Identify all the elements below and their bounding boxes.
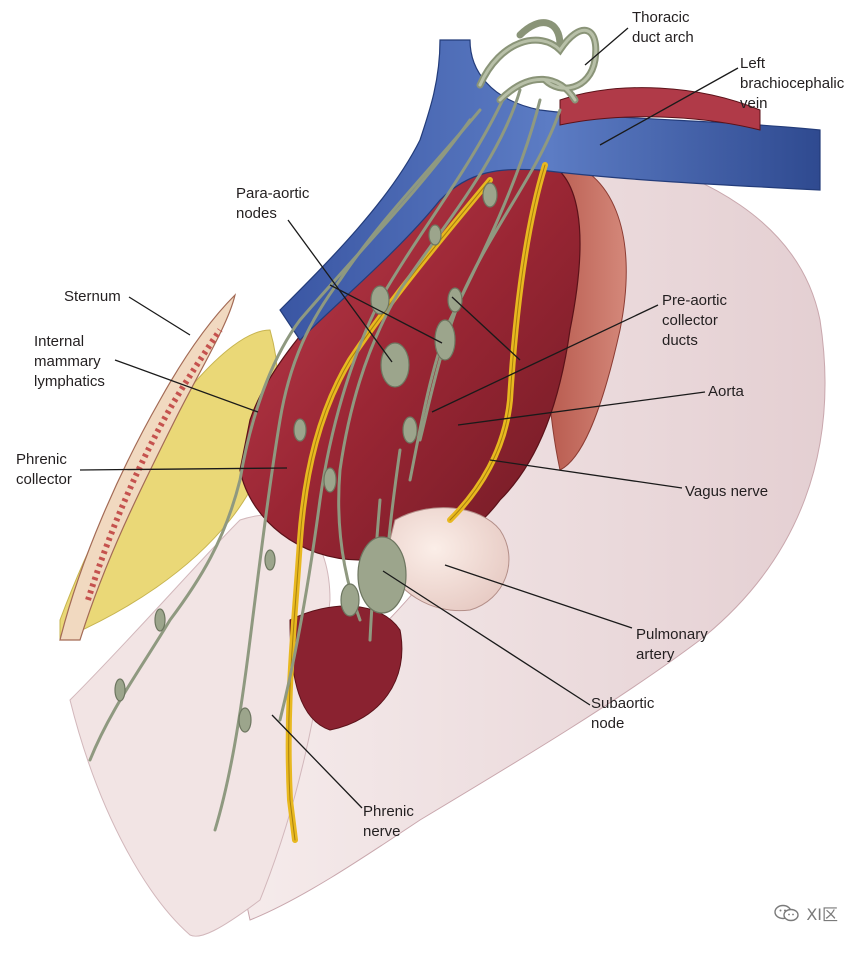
leader-thoracic-duct-arch bbox=[584, 27, 629, 66]
label-aorta: Aorta bbox=[708, 383, 744, 400]
label-vagus-nerve: Vagus nerve bbox=[685, 483, 769, 500]
label-sternum: Sternum bbox=[64, 288, 121, 305]
leader-pre-aortic-2 bbox=[451, 296, 521, 361]
label-para-aortic-nodes: Para-aortic nodes bbox=[236, 185, 310, 222]
leader-lines bbox=[79, 27, 739, 809]
aortic-arch bbox=[559, 87, 761, 131]
pulmonary-artery bbox=[384, 507, 510, 612]
para-aortic-node-2 bbox=[434, 319, 456, 361]
label-pulmonary-artery: Pulmonary artery bbox=[636, 626, 708, 663]
leader-sternum bbox=[128, 296, 191, 336]
leader-para-aortic-nodes-2 bbox=[329, 284, 443, 344]
wechat-icon bbox=[774, 904, 800, 922]
sternum-bone bbox=[59, 293, 237, 641]
leader-para-aortic-nodes-1 bbox=[287, 219, 393, 363]
leader-pre-aortic-1 bbox=[431, 304, 659, 413]
thoracic-duct-arch bbox=[476, 19, 600, 104]
lymph-nodes bbox=[114, 182, 498, 733]
para-aortic-node-3 bbox=[370, 285, 390, 315]
leader-aorta bbox=[457, 391, 706, 426]
leader-pulmonary-artery bbox=[444, 564, 633, 629]
label-phrenic-collector: Phrenic collector bbox=[16, 451, 72, 488]
label-subaortic-node: Subaortic node bbox=[591, 695, 655, 732]
leader-subaortic-node bbox=[382, 570, 591, 706]
leader-phrenic-collector bbox=[79, 467, 288, 471]
para-aortic-node-1 bbox=[380, 342, 410, 388]
leader-vagus-nerve bbox=[489, 459, 683, 489]
label-internal-mammary-lymphatics: Internal mammary lymphatics bbox=[34, 333, 105, 390]
watermark: XI区 bbox=[774, 901, 838, 925]
label-left-brachiocephalic-vein: Left brachiocephalic vein bbox=[740, 55, 845, 112]
sternum-marrow bbox=[85, 328, 223, 601]
subaortic-node bbox=[357, 536, 407, 614]
label-phrenic-nerve: Phrenic nerve bbox=[363, 803, 414, 840]
label-thoracic-duct-arch: Thoracic duct arch bbox=[632, 9, 694, 46]
leader-internal-mammary bbox=[114, 359, 259, 413]
leader-left-brachiocephalic-vein bbox=[599, 67, 739, 146]
leader-phrenic-nerve bbox=[271, 714, 363, 809]
label-pre-aortic-collector-ducts: Pre-aortic collector ducts bbox=[662, 292, 728, 349]
watermark-text: XI区 bbox=[806, 905, 838, 924]
